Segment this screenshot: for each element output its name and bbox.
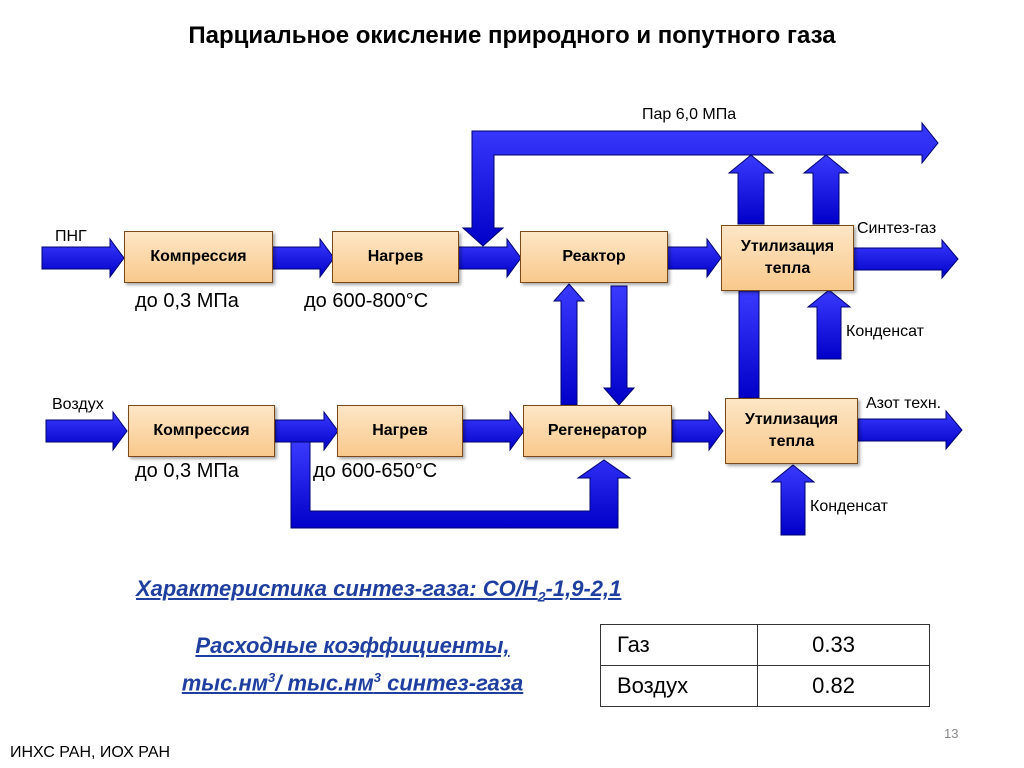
arrow-util-link	[738, 290, 760, 399]
arrow-compress-to-heat-bottom	[274, 410, 339, 452]
syngas-char-subscript: 2	[537, 588, 546, 605]
heat-util-box-top: Утилизация тепла	[721, 225, 854, 291]
heating-box-top: Нагрев	[332, 231, 459, 283]
coefficients-line2: тыс.нм3/ тыс.нм3 синтез-газа	[181, 670, 524, 696]
table-cell-name: Воздух	[599, 665, 759, 707]
label-steam: Пар 6,0 МПа	[642, 106, 737, 123]
syngas-char-suffix: -1,9-2,1	[545, 576, 622, 601]
footer-organizations: ИНХС РАН, ИОХ РАН	[10, 744, 171, 761]
condition-temp-bottom: до 600-650°С	[313, 460, 438, 482]
page-number: 13	[944, 726, 959, 741]
arrow-condensate-top	[806, 289, 852, 360]
label-syngas: Синтез-газ	[857, 220, 937, 237]
page-title: Парциальное окисление природного и попут…	[188, 22, 836, 49]
arrow-reactor-to-util	[666, 237, 722, 279]
arrow-reactor-to-regen	[602, 285, 636, 406]
compression-box-bottom: Компрессия	[128, 405, 275, 457]
label-air: Воздух	[52, 396, 104, 413]
arrow-steam-up-1	[727, 154, 775, 225]
arrow-regen-to-reactor	[552, 283, 586, 406]
label-condensate-top: Конденсат	[846, 323, 924, 340]
table-cell-name: Газ	[599, 624, 759, 666]
arrow-bypass-loop	[290, 441, 632, 529]
arrow-air-input	[45, 410, 128, 452]
arrow-syngas-output	[852, 238, 959, 280]
arrow-nitrogen-output	[857, 409, 963, 451]
coefficients-table: Газ 0.33 Воздух 0.82	[599, 624, 930, 707]
condition-temp-top: до 600-800°С	[304, 290, 429, 312]
arrow-heat-to-reactor	[457, 237, 522, 279]
syngas-char-prefix: Характеристика синтез-газа: СО/Н	[136, 576, 538, 601]
label-condensate-bottom: Конденсат	[810, 498, 888, 515]
arrow-png-input	[41, 237, 125, 279]
arrow-steam-line	[461, 121, 939, 247]
coefficients-line1: Расходные коэффициенты,	[195, 633, 510, 658]
arrow-compress-to-heat-top	[270, 237, 335, 279]
label-nitrogen: Азот техн.	[866, 395, 942, 412]
condition-pressure-bottom: до 0,3 МПа	[135, 460, 239, 482]
table-cell-value: 0.33	[757, 624, 930, 666]
table-row: Газ 0.33	[599, 624, 930, 666]
reactor-box: Реактор	[520, 231, 668, 283]
syngas-characteristic: Характеристика синтез-газа: СО/Н2-1,9-2,…	[136, 576, 621, 604]
arrow-condensate-bottom	[770, 464, 816, 536]
coefficients-heading: Расходные коэффициенты, тыс.нм3/ тыс.нм3…	[120, 630, 585, 699]
label-png: ПНГ	[55, 228, 87, 245]
table-row: Воздух 0.82	[599, 665, 930, 707]
heat-util-box-bottom: Утилизация тепла	[725, 398, 858, 464]
regenerator-box: Регенератор	[523, 405, 672, 457]
table-cell-value: 0.82	[757, 665, 930, 707]
arrow-heat-to-regen	[461, 410, 525, 452]
arrow-regen-to-util	[671, 410, 724, 452]
condition-pressure-top: до 0,3 МПа	[135, 290, 239, 312]
heating-box-bottom: Нагрев	[337, 405, 463, 457]
arrow-steam-up-2	[802, 154, 850, 225]
compression-box-top: Компрессия	[124, 231, 273, 283]
